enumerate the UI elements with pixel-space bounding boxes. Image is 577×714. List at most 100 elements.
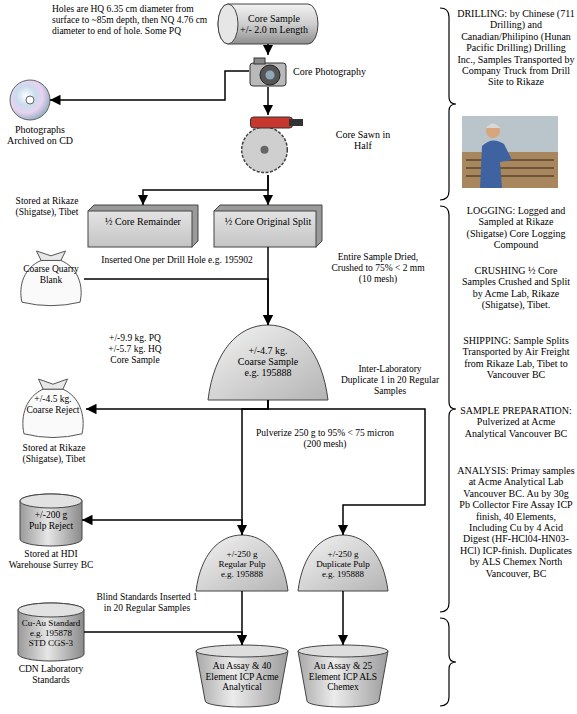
assay-bucket-part — [196, 645, 288, 657]
pulp-pile: +/-250 gRegular Pulpe.g. 195888 — [196, 535, 288, 591]
camera-icon-part — [260, 65, 280, 85]
flow-arrow — [242, 400, 268, 535]
core-saw-outline — [233, 115, 303, 175]
note-text: Stored at HDI Warehouse Surrey BC — [6, 549, 96, 571]
camera-icon-outline — [249, 55, 287, 87]
node-text: Core Sample — [248, 13, 300, 24]
node-text: STD CGS-3 — [29, 638, 73, 648]
node-text: Duplicate Pulp — [316, 559, 370, 569]
flow-arrow — [241, 591, 243, 645]
core-tray-rows — [466, 160, 554, 176]
node-text: +/-200 g — [35, 510, 68, 521]
note-text: Holes are HQ 6.35 cm diameter from surfa… — [52, 4, 220, 36]
note-text: +/-9.9 kg. PQ +/-5.7 kg. HQ Core Sample — [98, 333, 172, 365]
sample-bag: +/-4.5 kg.Coarse Reject — [20, 378, 86, 440]
node-text: Coarse Sample — [238, 356, 298, 367]
core-saw-part — [251, 117, 293, 128]
cd-disc-part — [10, 80, 50, 120]
note-text: SAMPLE PREPARATION: Pulverized at Acme A… — [457, 405, 575, 439]
node-text: Pulp Reject — [29, 521, 73, 532]
cd-disc-outline — [10, 80, 50, 120]
flow-arrow — [267, 175, 269, 205]
camera-icon-part — [254, 58, 265, 64]
node-text: +/-4.5 kg. — [34, 394, 71, 405]
cd-disc: Photographs Archived on CD — [10, 80, 50, 120]
pulp-container: +/-200 gPulp Reject — [20, 494, 82, 546]
section-brace — [440, 8, 456, 200]
standard-container-part — [18, 603, 84, 661]
edge-label: Pulverize 250 g to 95% < 75 micron (200 … — [255, 428, 395, 450]
node-text: Coarse Quarry Blank — [18, 264, 84, 285]
note-text: LOGGING: Logged and Sampled at Rikaze (S… — [457, 205, 575, 251]
note-text: Stored at Rikaze (Shigatse), Tibet — [8, 443, 100, 465]
flow-arrow — [268, 400, 425, 535]
node-text: Cu-Au Standard — [22, 618, 81, 628]
edge-label: Inserted One per Drill Hole e.g. 195902 — [88, 255, 266, 266]
core-sample-cylinder: Core Sample+/- 2.0 m Length — [218, 4, 318, 44]
note-text: SHIPPING: Sample Splits Transported by A… — [457, 335, 575, 381]
core-saw-part — [242, 127, 288, 173]
flow-arrow — [82, 520, 242, 535]
node-text: e.g. 195888 — [322, 569, 364, 579]
assay-bucket: Au Assay & 25 Element ICP ALS Chemex — [298, 645, 388, 707]
flow-arrow — [84, 632, 242, 645]
flow-arrow — [50, 71, 249, 100]
node-text: ½ Core Original Split — [225, 216, 312, 227]
flow-arrow — [267, 44, 269, 55]
flow-arrow — [267, 247, 269, 325]
node-text: +/-4.7 kg. — [248, 345, 287, 356]
logger-figure — [480, 140, 512, 188]
pulp-pile: +/-250 gDuplicate Pulpe.g. 195888 — [298, 535, 388, 591]
note-text: CDN Laboratory Standards — [6, 664, 96, 686]
edge-label: Blind Standards Inserted 1 in 20 Regular… — [92, 592, 202, 614]
pulp-pile-part — [196, 535, 288, 591]
logger-hair — [486, 124, 500, 129]
node-text: e.g. 195888 — [245, 367, 292, 378]
node-text: Core Photography — [293, 66, 393, 77]
sample-bag: Coarse Quarry Blank — [18, 250, 84, 308]
node-text: Regular Pulp — [218, 559, 265, 569]
pulp-pile-part — [298, 535, 388, 591]
node-text: Coarse Reject — [26, 405, 79, 416]
pulp-container-part — [20, 494, 82, 546]
note-text: DRILLING: by Chinese (711 Drilling) and … — [457, 8, 575, 88]
core-sample-cylinder-part — [218, 4, 238, 44]
assay-bucket: Au Assay & 40 Element ICP Acme Analytica… — [196, 645, 288, 707]
node-text: +/-250 g — [227, 549, 258, 559]
half-core-box: ½ Core Remainder — [88, 205, 198, 247]
logger-head — [486, 124, 500, 138]
half-core-box-part — [88, 211, 192, 247]
node-text: e.g. 195878 — [30, 628, 72, 638]
edge-label: Entire Sample Dried, Crushed to 75% < 2 … — [326, 252, 430, 284]
core-saw-part — [289, 119, 303, 126]
core-saw-part — [261, 146, 269, 154]
sample-bag-part — [23, 389, 83, 437]
flow-arrow — [84, 279, 268, 325]
logging-photo — [462, 116, 558, 188]
node-text: +/- 2.0 m Length — [240, 24, 308, 35]
standard-container: Cu-Au Standarde.g. 195878STD CGS-3 — [18, 603, 84, 661]
note-text: CRUSHING ½ Core Samples Crushed and Spli… — [457, 265, 575, 311]
half-core-box: ½ Core Original Split — [214, 205, 322, 247]
pulp-container-part — [20, 494, 82, 508]
note-text: ANALYSIS: Primay samples at Acme Analyti… — [457, 465, 575, 579]
flow-arrow — [143, 175, 268, 205]
node-text: Au Assay & 25 Element ICP ALS Chemex — [298, 661, 388, 693]
cd-disc-part — [26, 96, 34, 104]
assay-bucket-part — [298, 651, 388, 707]
node-text: +/-250 g — [328, 549, 359, 559]
node-text: Au Assay & 40 Element ICP Acme Analytica… — [196, 661, 288, 693]
edge-label: Inter-Laboratory Duplicate 1 in 20 Regul… — [340, 364, 440, 396]
sample-bag-part — [36, 251, 65, 260]
assay-bucket-part — [196, 651, 288, 707]
core-saw: Core Sawn in Half — [233, 115, 303, 175]
half-core-box-part — [88, 205, 198, 247]
section-brace — [440, 618, 456, 706]
sample-bag-part — [38, 379, 67, 389]
node-text: Photographs Archived on CD — [4, 124, 76, 146]
node-text: e.g. 195888 — [221, 569, 263, 579]
node-text: Core Sawn in Half — [333, 129, 393, 151]
section-brace — [440, 206, 456, 612]
core-sample-cylinder-part — [218, 4, 318, 44]
